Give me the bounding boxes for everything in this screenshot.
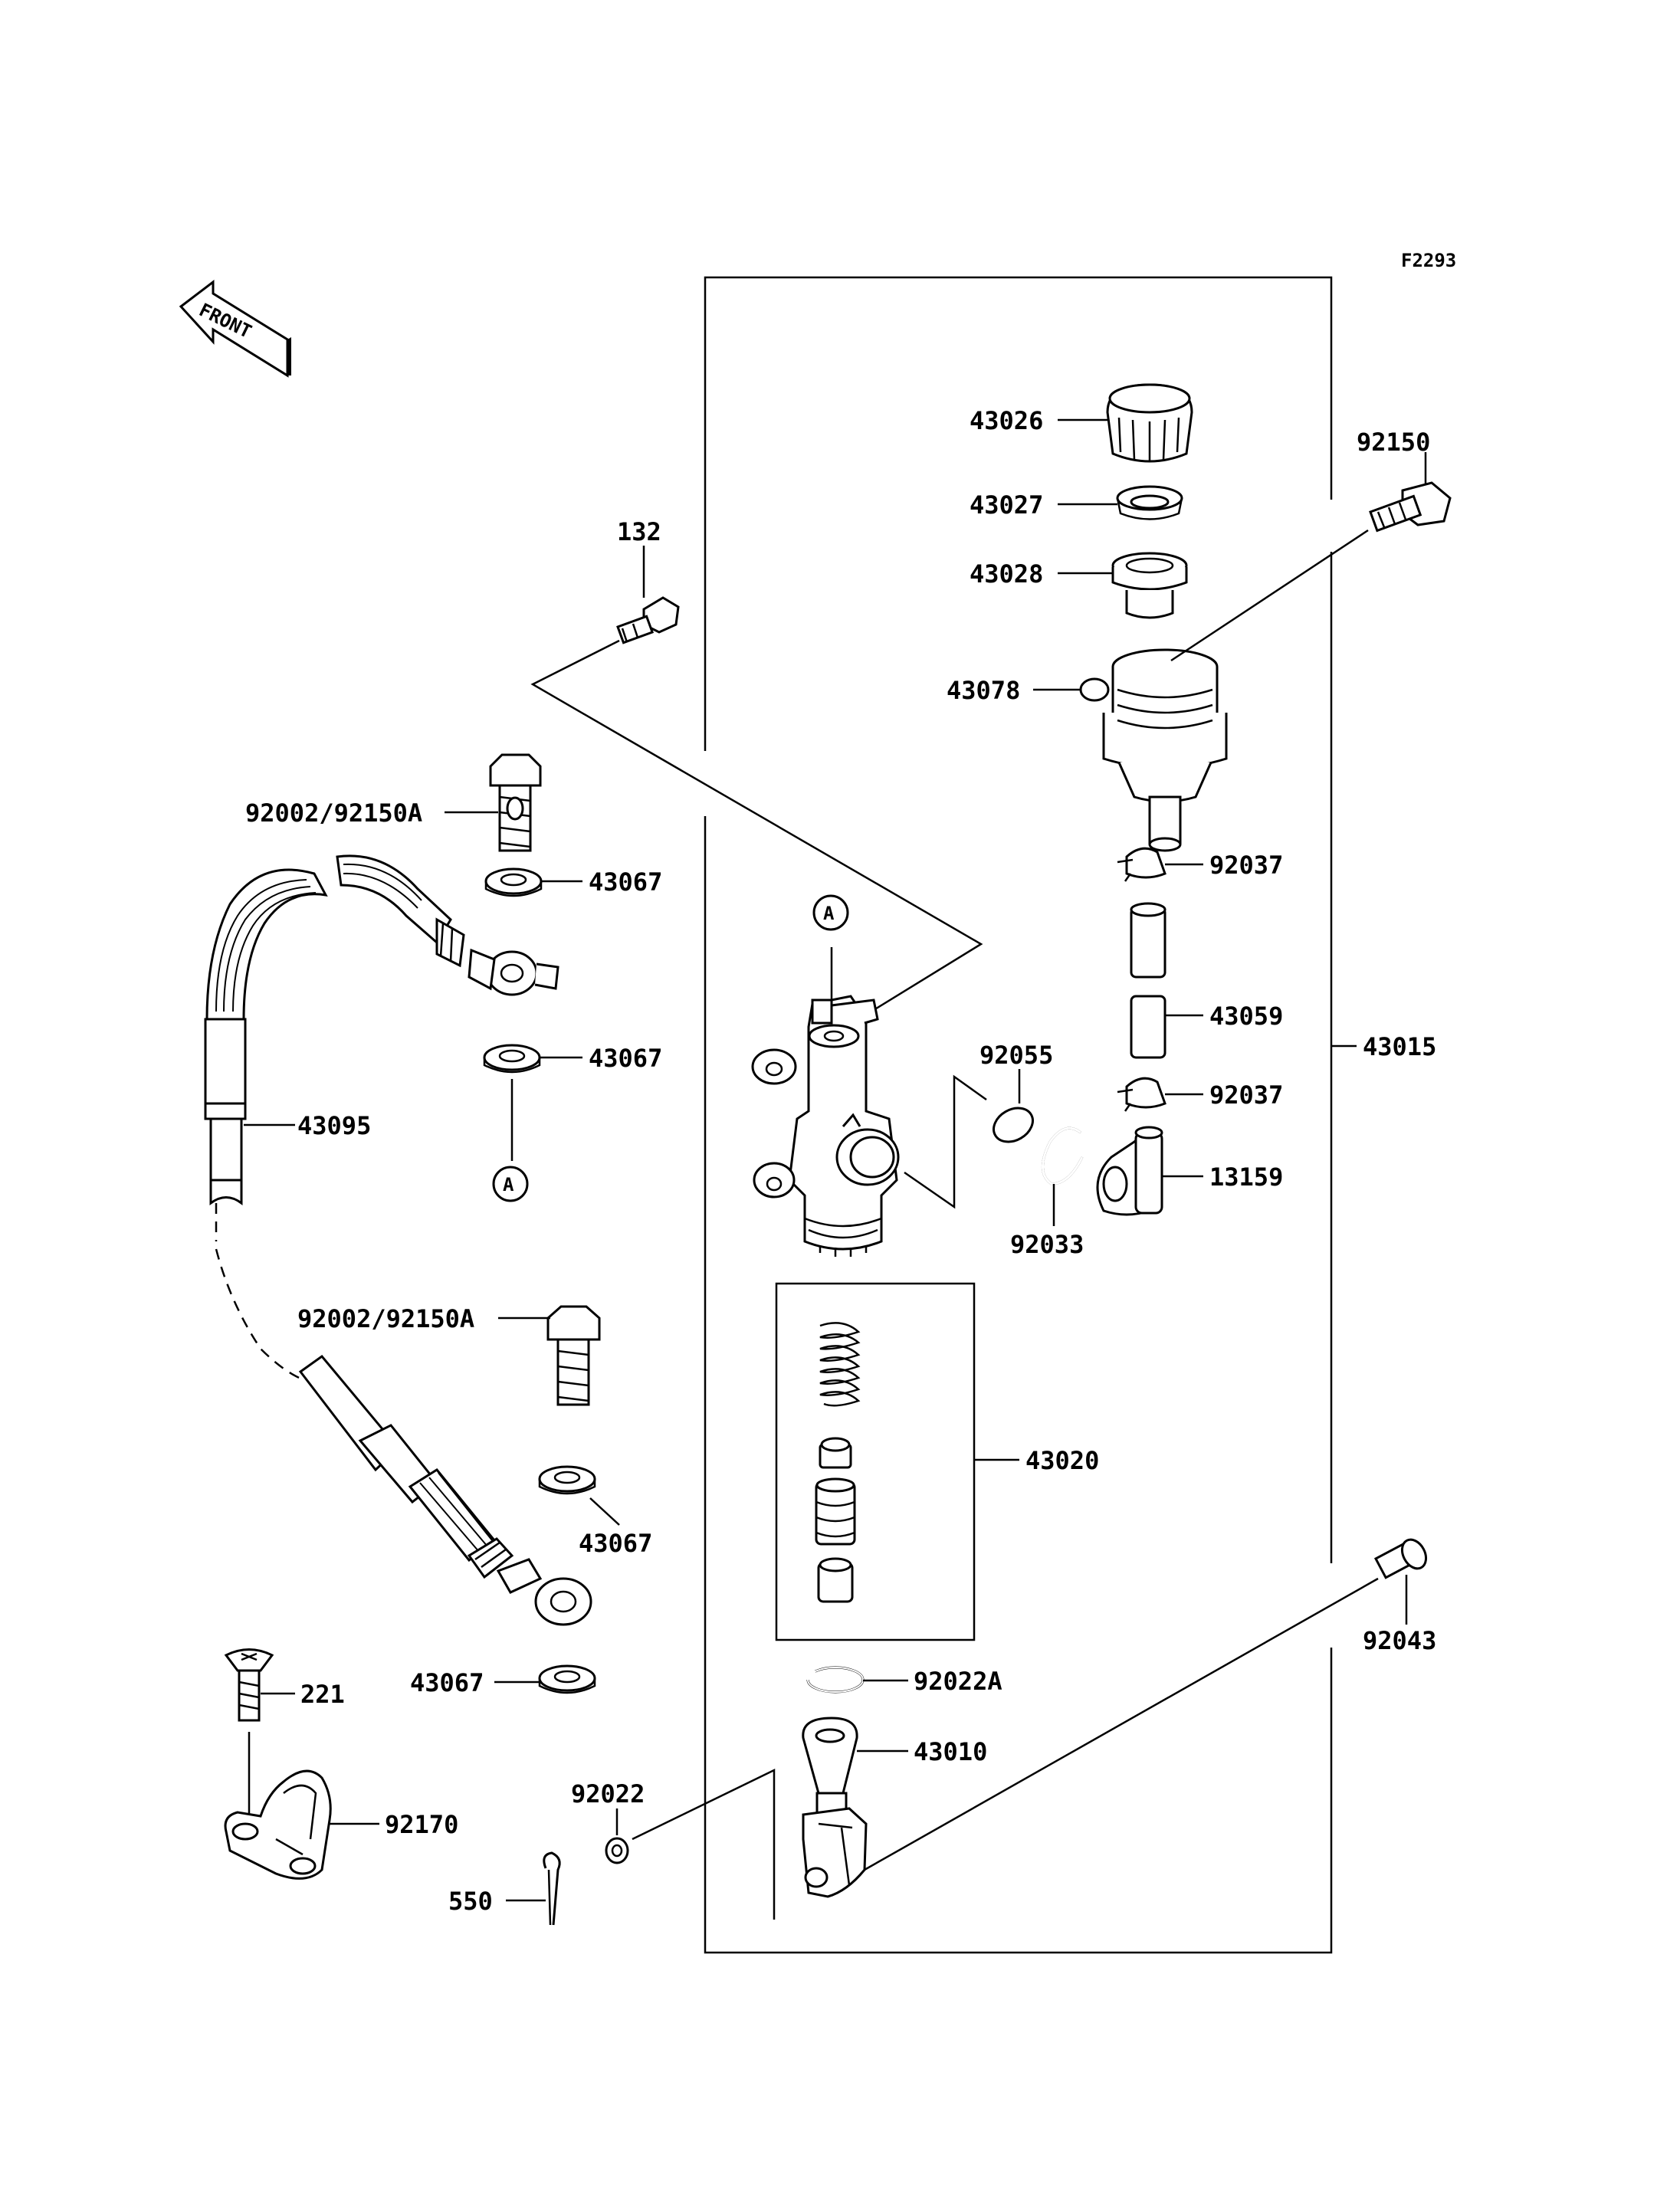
diaphragm-43028: [1111, 552, 1188, 619]
callout-43020: 43020: [1025, 1446, 1099, 1475]
bolt-132: [616, 596, 680, 644]
callout-92037-lower: 92037: [1209, 1080, 1283, 1110]
spring-43020: [819, 1322, 861, 1407]
ref-marker-a-lower: A: [492, 1166, 529, 1202]
cotter-pin-550: [543, 1851, 561, 1926]
callout-43026: 43026: [970, 406, 1043, 435]
secondary-cup-43020: [817, 1557, 854, 1603]
callout-92002-upper: 92002/92150A: [245, 798, 422, 828]
banjo-bolt-lower: [546, 1305, 601, 1406]
callout-550: 550: [448, 1887, 493, 1916]
callout-43067-a: 43067: [589, 867, 662, 897]
front-arrow-icon: FRONT: [179, 279, 291, 378]
piston-43020: [815, 1477, 856, 1546]
screw-221: [224, 1648, 274, 1722]
callout-43067-b: 43067: [589, 1044, 662, 1073]
reservoir-hose-43059: [1130, 902, 1166, 1059]
callout-92022A: 92022A: [914, 1667, 1002, 1696]
callout-92022: 92022: [571, 1779, 645, 1808]
assembly-outline: [704, 276, 1333, 1954]
ref-marker-a-lower-label: A: [503, 1174, 514, 1195]
primary-cup-43020: [819, 1437, 852, 1469]
diaphragm-plate-43027: [1116, 485, 1183, 520]
callout-92002-lower: 92002/92150A: [297, 1304, 474, 1333]
washer-43067-c: [538, 1465, 596, 1495]
callout-43028: 43028: [970, 559, 1043, 589]
brake-hose-43095: [204, 854, 592, 1626]
callout-92170: 92170: [385, 1810, 458, 1839]
clevis-pin-92043: [1373, 1538, 1428, 1579]
seal-kit-box: [775, 1282, 976, 1641]
ref-marker-a-upper-label: A: [823, 903, 835, 924]
figure-code: F2293: [1401, 250, 1456, 271]
washer-43067-a: [484, 867, 543, 897]
callout-92033: 92033: [1010, 1230, 1084, 1259]
callout-43078: 43078: [947, 676, 1020, 705]
washer-43067-b: [483, 1044, 541, 1074]
reservoir-cap-43026: [1106, 383, 1193, 463]
ref-marker-a-upper: A: [812, 894, 849, 931]
hose-fitting-13159: [1096, 1126, 1163, 1216]
callout-92037-upper: 92037: [1209, 851, 1283, 880]
washer-43067-d: [538, 1664, 596, 1694]
master-cylinder-body: [751, 995, 900, 1257]
callout-132: 132: [617, 517, 661, 546]
hose-clamp-92037-lower: [1117, 1077, 1166, 1112]
callout-43067-c: 43067: [579, 1529, 652, 1558]
circlip-92033: [1042, 1126, 1084, 1185]
callout-92150: 92150: [1357, 428, 1430, 457]
hose-clamp-92170: [224, 1769, 332, 1880]
callout-92055: 92055: [979, 1041, 1053, 1070]
callout-43095: 43095: [297, 1111, 371, 1140]
pushrod-43010: [802, 1717, 868, 1898]
hose-clamp-92037-upper: [1117, 847, 1166, 882]
callout-43067-d: 43067: [410, 1668, 484, 1697]
reservoir-43078: [1079, 648, 1228, 852]
callout-13159: 13159: [1209, 1162, 1283, 1192]
callout-221: 221: [300, 1680, 345, 1709]
bolt-92150: [1369, 481, 1452, 533]
washer-92022: [605, 1837, 629, 1864]
callout-43027: 43027: [970, 490, 1043, 520]
circlip-92022A: [805, 1666, 865, 1694]
o-ring-92055: [993, 1107, 1034, 1143]
callout-43010: 43010: [914, 1737, 987, 1766]
callout-43015: 43015: [1363, 1032, 1436, 1061]
banjo-bolt-upper: [489, 753, 542, 852]
callout-92043: 92043: [1363, 1626, 1436, 1655]
callout-43059: 43059: [1209, 1002, 1283, 1031]
